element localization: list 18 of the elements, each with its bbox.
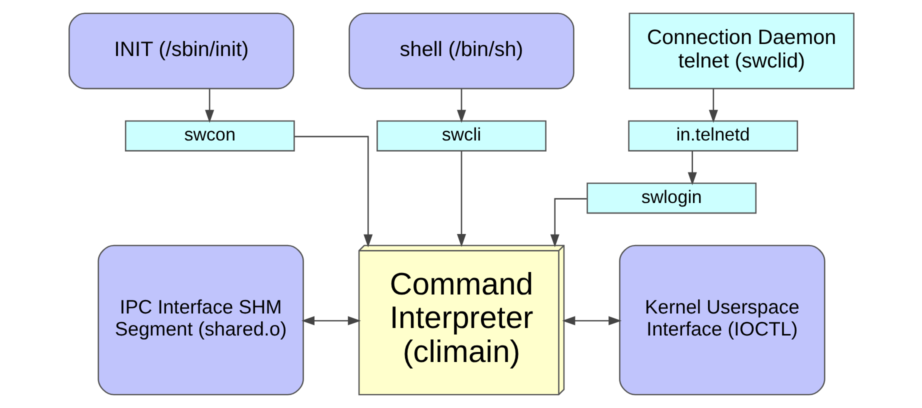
- node-box: Connection Daemon telnet (swclid): [628, 12, 854, 90]
- node-box: in.telnetd: [628, 120, 798, 152]
- arrow: [456, 150, 466, 248]
- arrow: [204, 88, 214, 123]
- node-box: Kernel Userspace Interface (IOCTL): [618, 244, 825, 396]
- node-box: IPC Interface SHM Segment (shared.o): [97, 244, 304, 396]
- node-box: INIT (/sbin/init): [68, 12, 294, 90]
- arrow: [708, 88, 718, 123]
- arrow: [456, 88, 466, 123]
- node-box: swcli: [376, 120, 546, 152]
- node-box: shell (/bin/sh): [348, 12, 574, 90]
- node-box: swlogin: [586, 182, 756, 214]
- arrow: [301, 316, 360, 326]
- arrow: [294, 136, 372, 248]
- arrow: [562, 316, 622, 326]
- arrow: [550, 198, 586, 248]
- node-box: swcon: [124, 120, 294, 152]
- arrow: [687, 150, 696, 186]
